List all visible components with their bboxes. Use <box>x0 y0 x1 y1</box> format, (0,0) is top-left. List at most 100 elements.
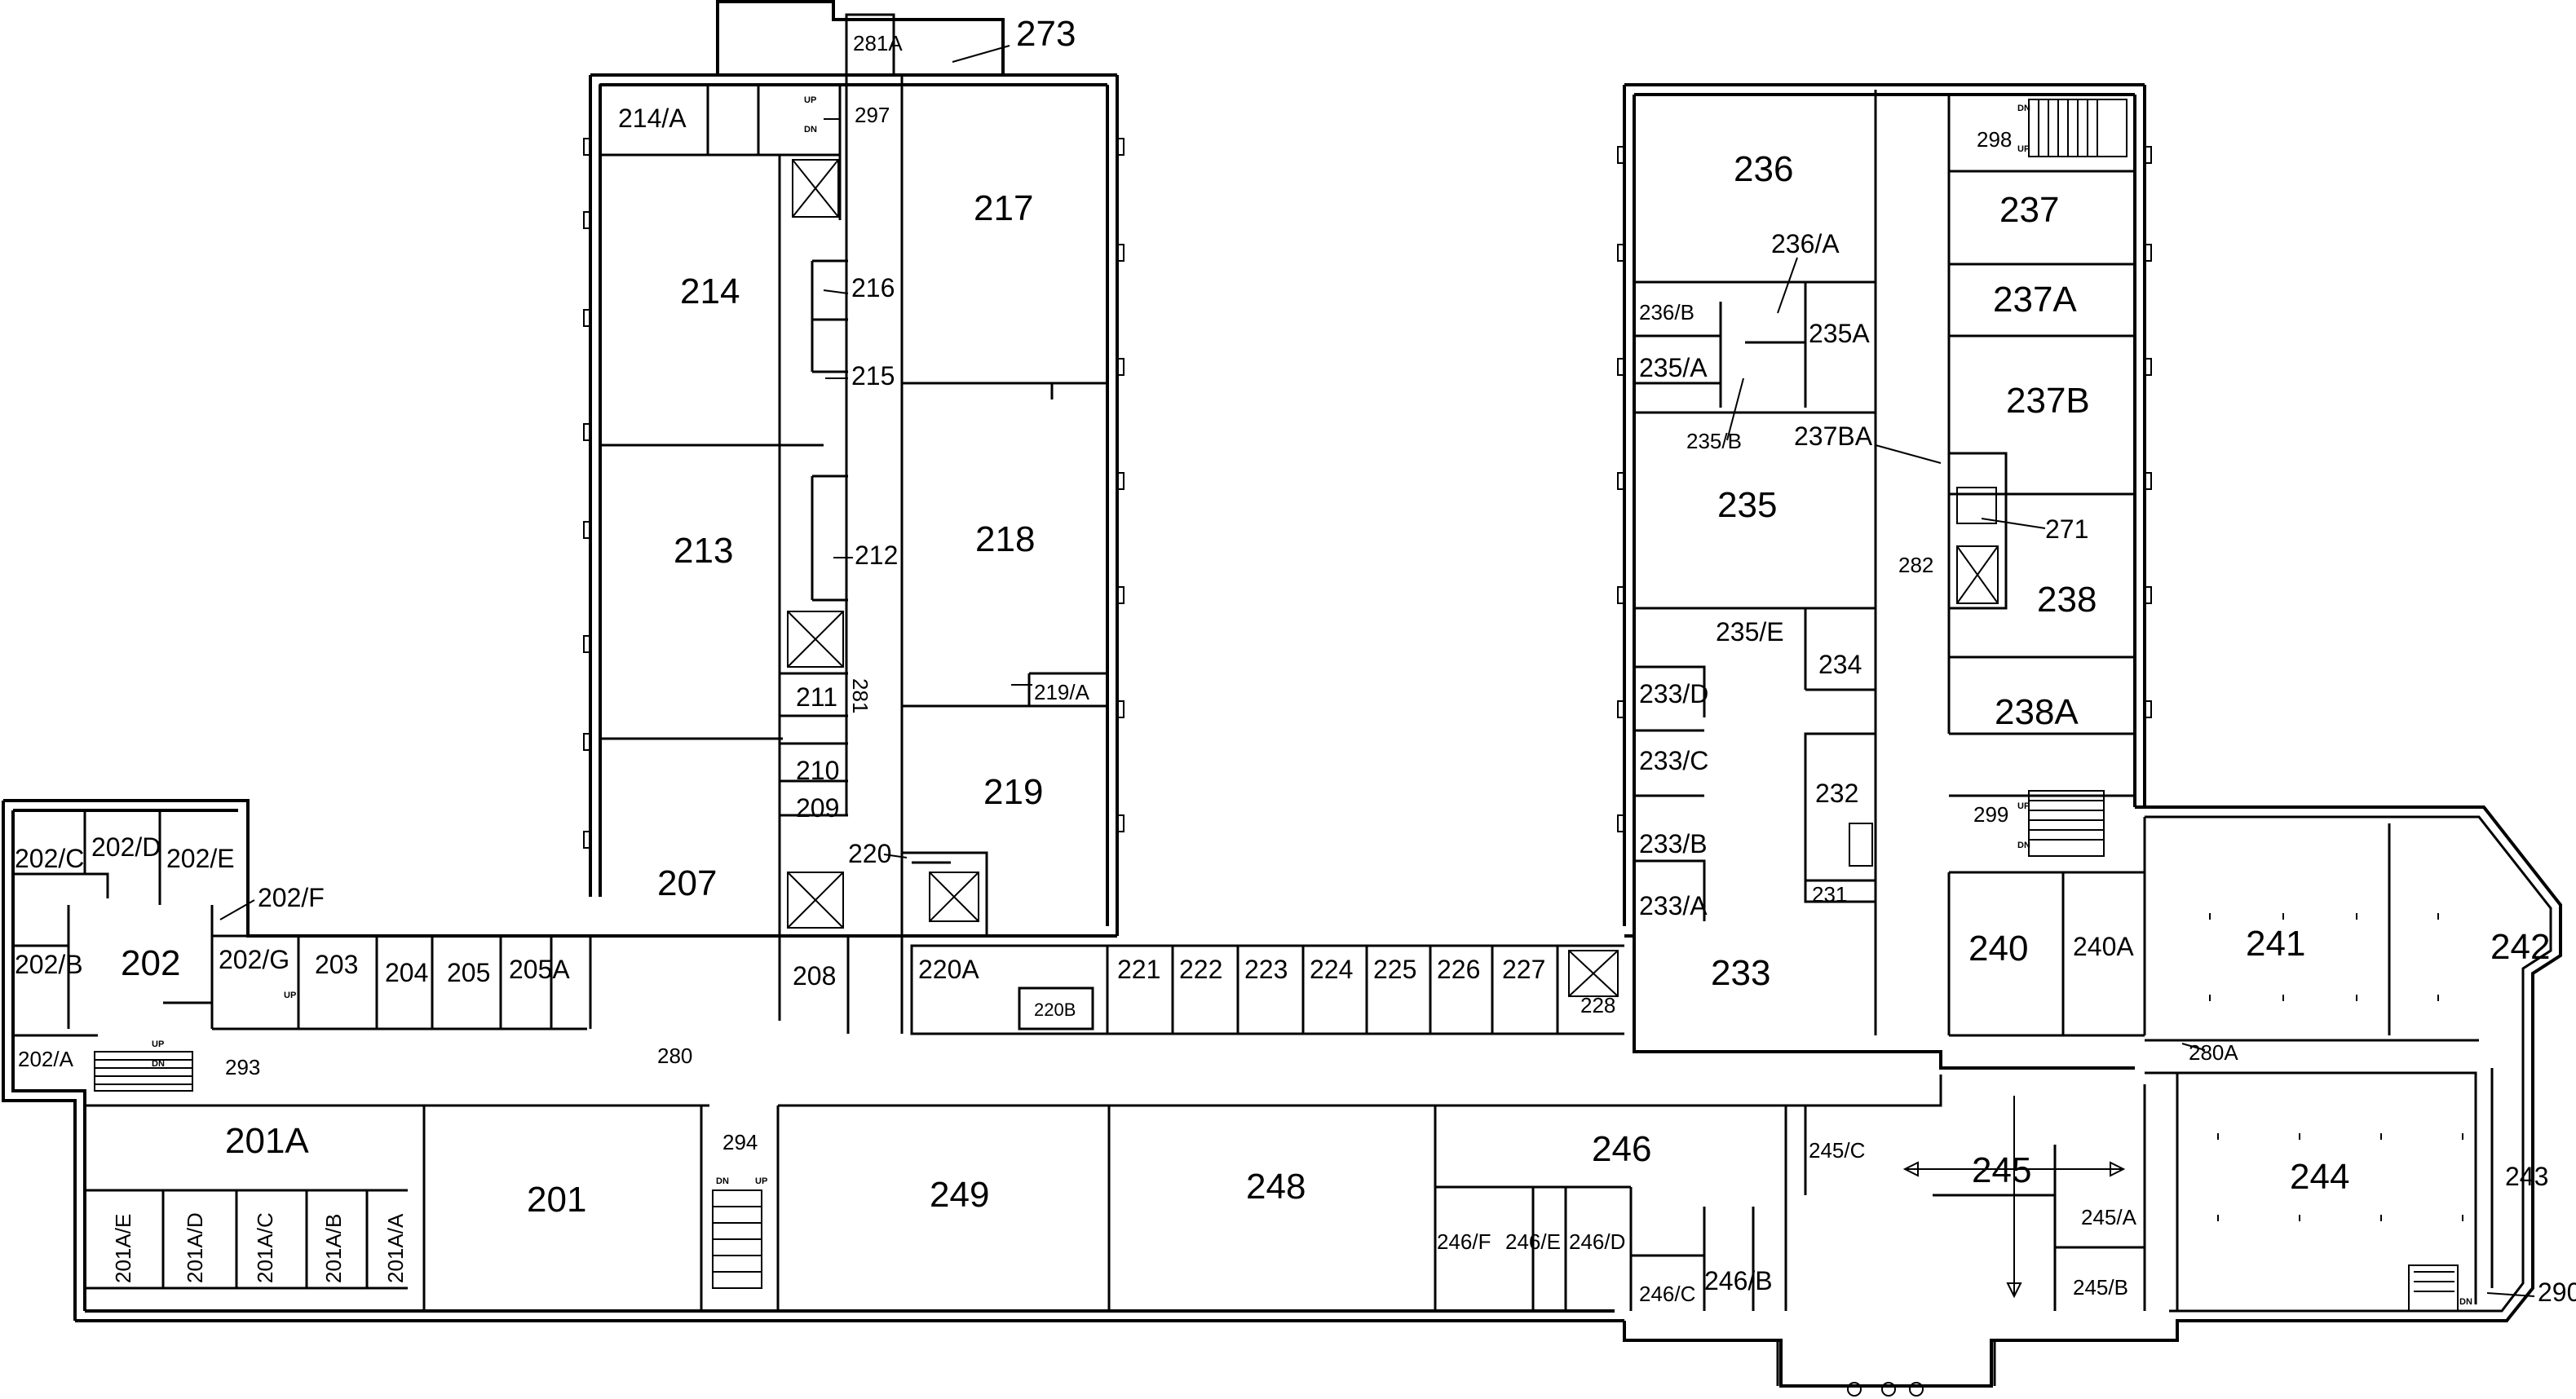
room-218-label: 218 <box>975 519 1035 559</box>
room-290-label: 290 <box>2538 1278 2576 1307</box>
room-207-label: 207 <box>657 863 717 903</box>
room-225-label: 225 <box>1373 955 1416 984</box>
room-246f-label: 246/F <box>1437 1229 1491 1254</box>
stair-dn-mark: DN <box>2017 841 2030 850</box>
room-203-label: 203 <box>315 950 358 979</box>
room-202d-label: 202/D <box>91 832 161 862</box>
ceiling-markers <box>2209 913 2463 1221</box>
room-222-label: 222 <box>1179 955 1222 984</box>
room-297-label: 297 <box>855 103 890 127</box>
room-294-label: 294 <box>722 1130 758 1154</box>
room-240-label: 240 <box>1968 929 2028 969</box>
room-233b-label: 233/B <box>1639 829 1708 858</box>
room-235b-label: 235/B <box>1686 429 1742 453</box>
room-245c-label: 245/C <box>1809 1138 1865 1163</box>
room-201-label: 201 <box>527 1180 586 1220</box>
room-202c-label: 202/C <box>15 844 84 873</box>
room-201ad-label: 201A/D <box>183 1212 207 1283</box>
room-209-label: 209 <box>796 793 839 823</box>
room-244-label: 244 <box>2290 1157 2349 1197</box>
stair-up-mark: UP <box>2017 144 2030 154</box>
room-223-label: 223 <box>1244 955 1288 984</box>
room-237ba-label: 237BA <box>1794 421 1873 451</box>
room-227-label: 227 <box>1502 955 1545 984</box>
room-215-label: 215 <box>851 361 895 391</box>
room-280-label: 280 <box>657 1044 692 1068</box>
room-labels: 273 281A 214/A 297 217 214 216 215 213 2… <box>15 14 2576 1307</box>
room-241-label: 241 <box>2246 924 2305 964</box>
room-293-label: 293 <box>225 1055 260 1079</box>
stair-dn-mark: DN <box>152 1059 165 1069</box>
room-208-label: 208 <box>793 961 836 991</box>
room-204-label: 204 <box>385 958 428 987</box>
stair-up-mark: UP <box>152 1039 164 1049</box>
room-236-label: 236 <box>1734 149 1793 189</box>
room-214-label: 214 <box>680 271 740 311</box>
room-233d-label: 233/D <box>1639 679 1708 708</box>
room-233a-label: 233/A <box>1639 891 1708 920</box>
stair-dn-mark: DN <box>2459 1297 2472 1307</box>
room-201ac-label: 201A/C <box>253 1212 277 1283</box>
west-block <box>13 810 1437 1311</box>
room-205-label: 205 <box>447 958 490 987</box>
room-237b-label: 237B <box>2006 381 2090 421</box>
room-235-label: 235 <box>1717 485 1777 525</box>
room-212-label: 212 <box>855 541 898 570</box>
room-234-label: 234 <box>1818 650 1862 679</box>
room-235e-label: 235/E <box>1716 617 1784 647</box>
north-right-wing <box>1634 90 2145 1037</box>
room-202a-label: 202/A <box>18 1047 74 1071</box>
stair-up-mark: UP <box>2017 801 2030 811</box>
room-298-label: 298 <box>1977 127 2012 152</box>
room-280a-label: 280A <box>2189 1040 2238 1065</box>
stair-dn-mark: DN <box>716 1176 729 1186</box>
room-213-label: 213 <box>674 531 733 571</box>
corridor-rooms <box>910 944 1624 1035</box>
room-271-label: 271 <box>2045 514 2088 544</box>
room-249-label: 249 <box>930 1175 989 1215</box>
room-245-arrows <box>1902 1096 2126 1299</box>
room-233c-label: 233/C <box>1639 746 1708 775</box>
room-281a-label: 281A <box>853 31 903 55</box>
room-202b-label: 202/B <box>15 950 83 979</box>
room-205a-label: 205A <box>509 955 570 984</box>
room-202f-label: 202/F <box>258 883 325 912</box>
room-217-label: 217 <box>974 188 1033 228</box>
room-242-label: 242 <box>2490 927 2550 967</box>
room-243-label: 243 <box>2505 1162 2548 1191</box>
room-214a-label: 214/A <box>618 104 687 133</box>
room-219-label: 219 <box>983 772 1043 812</box>
room-226-label: 226 <box>1437 955 1480 984</box>
room-237a-label: 237A <box>1993 280 2077 320</box>
room-202e-label: 202/E <box>166 844 235 873</box>
room-246e-label: 246/E <box>1505 1229 1561 1254</box>
room-210-label: 210 <box>796 756 839 785</box>
room-211-label: 211 <box>796 682 837 712</box>
room-246c-label: 246/C <box>1639 1282 1695 1306</box>
east-wing <box>1435 817 2494 1312</box>
room-299-label: 299 <box>1973 802 2008 827</box>
room-231-label: 231 <box>1812 882 1847 907</box>
room-224-label: 224 <box>1310 955 1353 984</box>
room-220-label: 220 <box>848 839 891 868</box>
stair-up-mark: UP <box>284 991 296 1000</box>
window-marks <box>583 138 2152 849</box>
room-201aa-label: 201A/A <box>383 1213 408 1283</box>
room-248-label: 248 <box>1246 1167 1306 1207</box>
stair-dn-mark: DN <box>2017 104 2030 113</box>
stair-marks: UP DN DN UP UP DN UP DN DN UP UP DN <box>152 95 2472 1307</box>
room-273-label: 273 <box>1016 14 1076 54</box>
room-216-label: 216 <box>851 273 895 302</box>
room-246d-label: 246/D <box>1569 1229 1625 1254</box>
room-221-label: 221 <box>1117 955 1160 984</box>
room-235a2-label: 235A <box>1809 319 1870 348</box>
room-238a-label: 238A <box>1995 692 2079 732</box>
room-233-label: 233 <box>1711 953 1770 993</box>
room-202g-label: 202/G <box>219 945 289 974</box>
room-240a-label: 240A <box>2073 932 2134 961</box>
label-leaders <box>219 45 2535 1297</box>
room-245-label: 245 <box>1972 1150 2031 1190</box>
room-220a-label: 220A <box>918 955 979 984</box>
stair-dn-mark: DN <box>804 125 817 135</box>
room-201ab-label: 201A/B <box>321 1214 346 1283</box>
